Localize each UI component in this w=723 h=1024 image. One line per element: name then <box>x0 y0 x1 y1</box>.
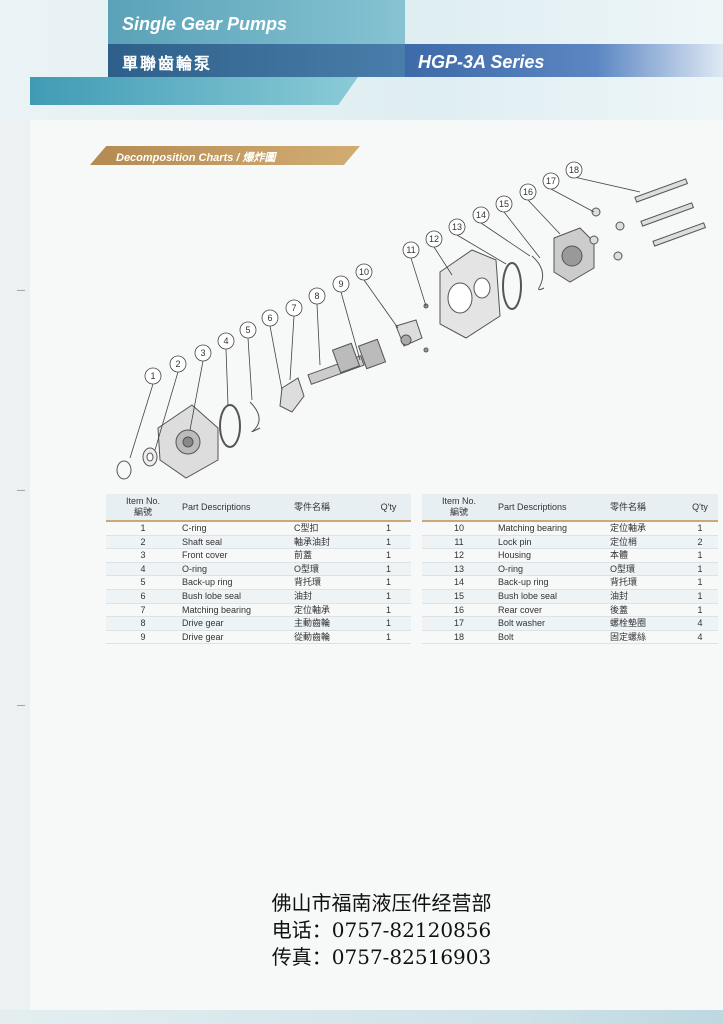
footer-band <box>0 1010 723 1024</box>
header-qty: Q'ty <box>366 494 411 522</box>
parts-table-left: Item No.編號 Part Descriptions 零件名稱 Q'ty 1… <box>106 494 411 645</box>
callout-4 <box>217 332 235 350</box>
callout-14-label: 14 <box>476 210 486 220</box>
callout-13-label: 13 <box>452 222 462 232</box>
part-backup-ring-rear <box>531 255 545 291</box>
callout-15 <box>495 195 513 213</box>
callout-18 <box>565 161 583 179</box>
header-part-desc: Part Descriptions <box>496 494 608 522</box>
part-bolt <box>640 202 695 227</box>
contact-fax: 传真：0757-82516903 <box>271 945 492 969</box>
header-item-no: Item No.編號 <box>106 494 180 522</box>
callout-9 <box>332 275 350 293</box>
callout-1-label: 1 <box>150 371 155 381</box>
callout-18-label: 18 <box>569 165 579 175</box>
callout-10-label: 10 <box>359 267 369 277</box>
callout-13 <box>448 218 466 236</box>
callout-11 <box>402 241 420 259</box>
part-o-ring <box>219 404 241 448</box>
contact-company: 佛山市福南液压件经营部 <box>271 891 492 915</box>
callout-8 <box>308 287 326 305</box>
subtitle-box <box>108 44 405 77</box>
callout-7-label: 7 <box>291 303 296 313</box>
callout-12-label: 12 <box>429 234 439 244</box>
parts-table-right: Item No.編號 Part Descriptions 零件名稱 Q'ty 1… <box>422 494 718 645</box>
part-driven-gear <box>357 338 387 370</box>
margin-tick <box>17 490 25 491</box>
title-box <box>108 0 405 44</box>
callout-4-label: 4 <box>223 336 228 346</box>
callout-17-label: 17 <box>546 176 556 186</box>
callout-8-label: 8 <box>314 291 319 301</box>
callout-15-label: 15 <box>499 199 509 209</box>
part-bolt <box>652 222 707 247</box>
callout-2 <box>169 355 187 373</box>
callout-9-label: 9 <box>338 279 343 289</box>
callout-5 <box>239 321 257 339</box>
header-part-desc: Part Descriptions <box>180 494 292 522</box>
callout-16-label: 16 <box>523 187 533 197</box>
callout-11-label: 11 <box>406 245 415 255</box>
margin-tick <box>17 290 25 291</box>
part-drive-gear <box>331 342 361 374</box>
table-header-row: Item No.編號 Part Descriptions 零件名稱 Q'ty <box>106 494 411 522</box>
series-label: HGP-3A Series <box>418 52 545 72</box>
series-box <box>405 44 723 77</box>
part-c-ring <box>116 460 132 480</box>
callout-2-label: 2 <box>175 359 180 369</box>
margin-tick <box>17 705 25 706</box>
callout-3 <box>194 344 212 362</box>
callout-5-label: 5 <box>245 325 250 335</box>
part-backup-ring <box>249 401 261 433</box>
section-label: Decomposition Charts / 爆炸圖 <box>116 152 276 164</box>
page-title-zh: 單聯齒輪泵 <box>122 56 213 73</box>
callout-6-label: 6 <box>267 313 272 323</box>
header-decoration <box>30 77 358 105</box>
callout-3-label: 3 <box>200 348 205 358</box>
header-item-no: Item No.編號 <box>422 494 496 522</box>
page-title: Single Gear Pumps <box>122 14 288 34</box>
table-header-row: Item No.編號 Part Descriptions 零件名稱 Q'ty <box>422 494 718 522</box>
callout-7 <box>285 299 303 317</box>
header-part-name-zh: 零件名稱 <box>292 494 366 522</box>
exploded-view-diagram: 1 2 3 4 5 6 7 8 9 10 11 12 13 14 15 16 1… <box>116 161 707 480</box>
part-bush-seal <box>279 377 305 413</box>
callout-14 <box>472 206 490 224</box>
part-o-ring-rear <box>502 262 522 310</box>
callout-1 <box>144 367 162 385</box>
callout-6 <box>261 309 279 327</box>
section-tab <box>90 146 360 165</box>
page-left-edge <box>0 0 30 1024</box>
header-qty: Q'ty <box>682 494 718 522</box>
part-bolt <box>634 178 689 203</box>
callout-17 <box>542 172 560 190</box>
callout-10 <box>355 263 373 281</box>
callout-12 <box>425 230 443 248</box>
header-part-name-zh: 零件名稱 <box>608 494 682 522</box>
contact-phone: 电话：0757-82120856 <box>271 918 492 942</box>
callout-16 <box>519 183 537 201</box>
